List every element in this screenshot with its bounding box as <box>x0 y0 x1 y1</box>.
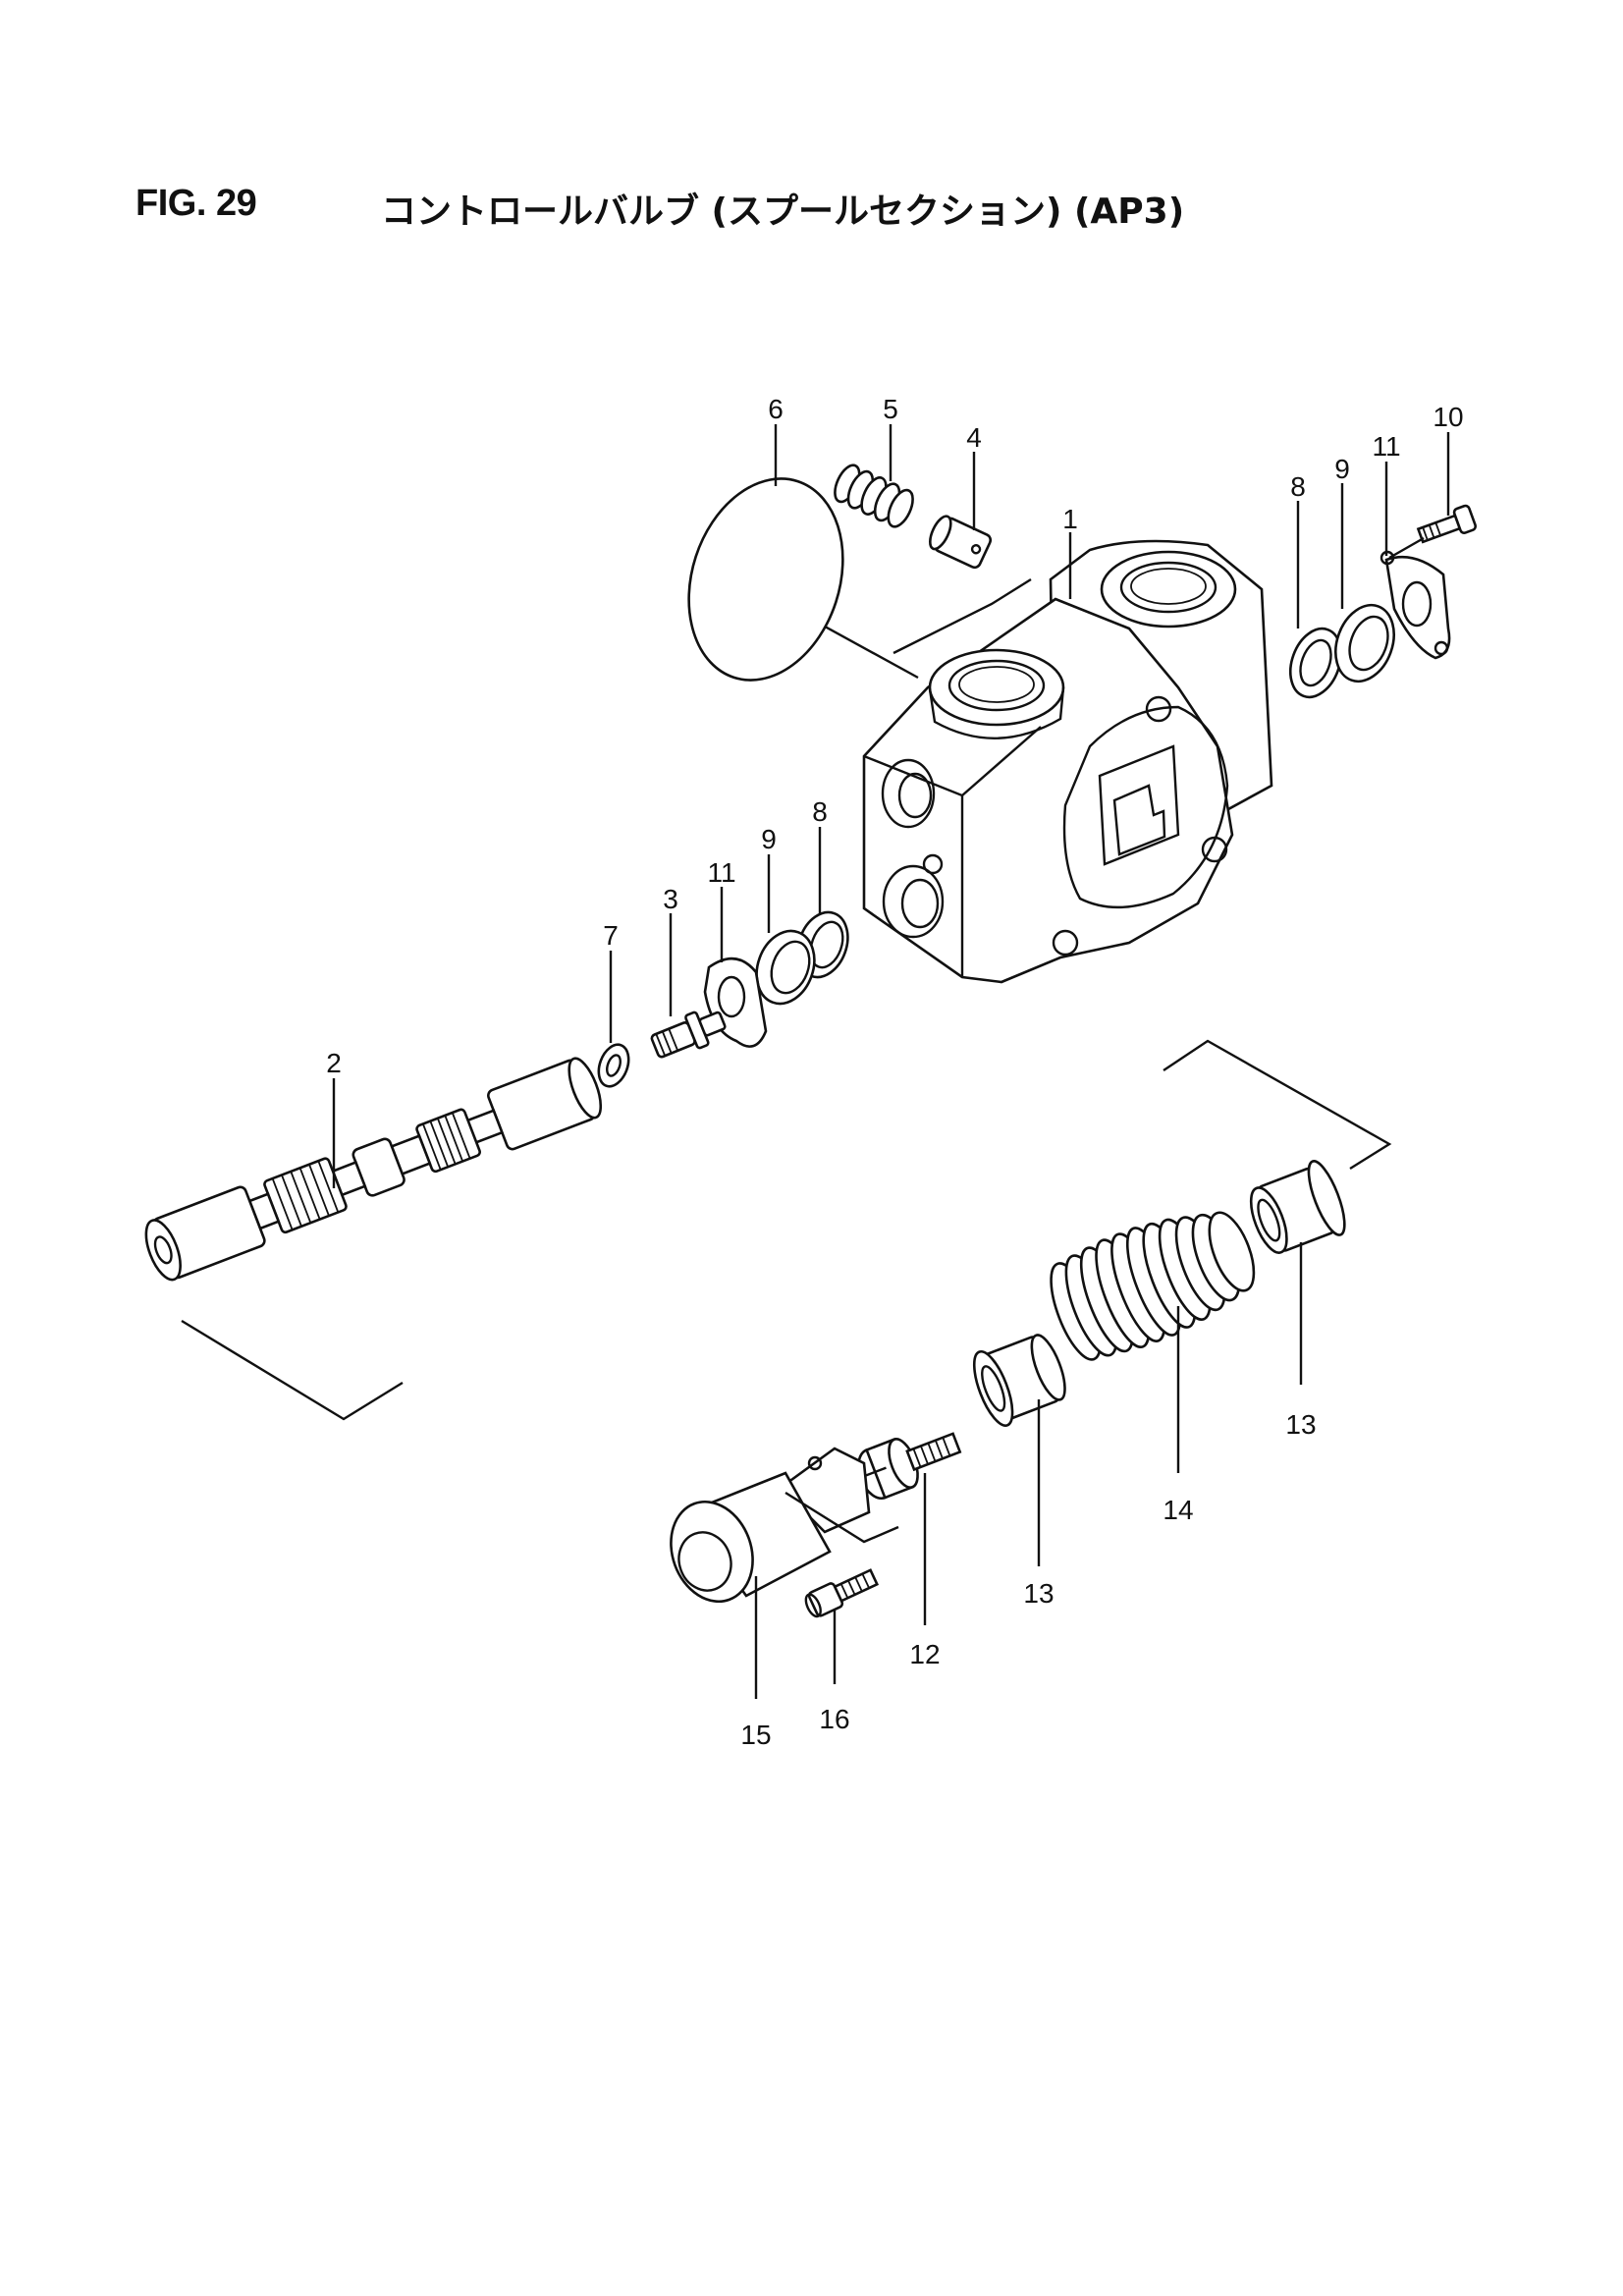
callout-9-lower: 9 <box>761 824 777 854</box>
rear-seal-cap-group <box>1289 504 1478 699</box>
figure-header: FIG. 29 コントロールバルブ (スプールセクション) (AP3) <box>135 183 1490 242</box>
callout-13-right: 13 <box>1285 1409 1316 1440</box>
callout-12: 12 <box>909 1639 940 1669</box>
callout-15: 15 <box>740 1720 771 1750</box>
spool-assembly <box>144 910 849 1421</box>
callout-3: 3 <box>663 884 678 914</box>
callout-16: 16 <box>819 1704 849 1734</box>
callout-5: 5 <box>883 394 898 424</box>
callout-4: 4 <box>966 422 982 453</box>
callout-1: 1 <box>1062 504 1078 534</box>
callout-9-upper: 9 <box>1334 454 1350 484</box>
check-poppet-group <box>687 464 1032 682</box>
figure-number: FIG. 29 <box>135 183 257 224</box>
callout-8-lower: 8 <box>812 796 828 827</box>
callout-labels: 1 2 3 4 5 6 7 8 8 9 9 10 11 11 12 13 13 … <box>326 394 1463 1750</box>
return-spring <box>1050 1211 1256 1361</box>
callout-6: 6 <box>768 394 784 424</box>
callout-2: 2 <box>326 1048 342 1078</box>
spring-cap-group <box>670 1039 1392 1618</box>
leader-lines <box>332 424 1450 1699</box>
callout-14: 14 <box>1163 1495 1193 1525</box>
callout-8-upper: 8 <box>1290 471 1306 502</box>
callout-7: 7 <box>603 920 619 951</box>
callout-10: 10 <box>1433 402 1463 432</box>
spring-cover <box>670 1447 899 1604</box>
callout-11-lower: 11 <box>707 857 735 888</box>
valve-body <box>862 539 1273 984</box>
callout-13-left: 13 <box>1023 1578 1054 1609</box>
callout-11-upper: 11 <box>1372 431 1400 462</box>
figure-title: コントロールバルブ (スプールセクション) (AP3) <box>381 191 1185 232</box>
